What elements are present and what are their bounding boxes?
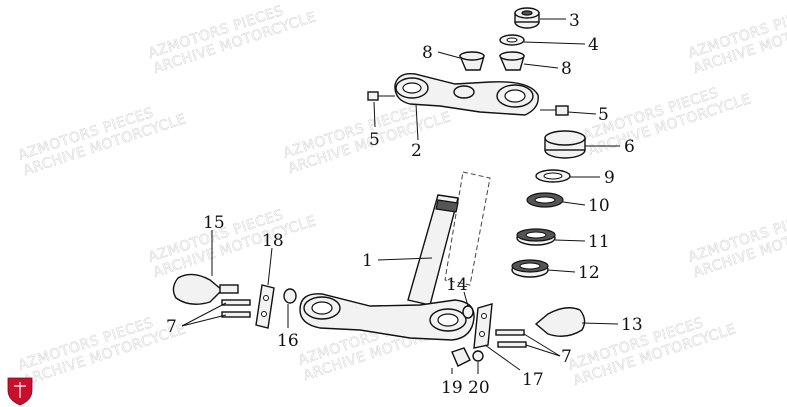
callout-9: 9 (604, 168, 615, 188)
callout-8-left: 8 (422, 43, 433, 63)
callout-5-left: 5 (369, 130, 380, 150)
part-11-bearing (516, 228, 556, 246)
callout-3: 3 (569, 11, 580, 31)
part-12-seal (511, 259, 549, 278)
callout-8-right: 8 (561, 59, 572, 79)
part-9-ring (535, 169, 571, 183)
callout-11: 11 (588, 232, 610, 252)
callout-15: 15 (203, 213, 225, 233)
part-6-bearing-cap (544, 130, 586, 159)
callout-17: 17 (522, 370, 544, 390)
part-7-screws-right (495, 329, 527, 348)
callout-5-right: 5 (598, 105, 609, 125)
callout-1: 1 (362, 251, 373, 271)
callout-19: 19 (441, 378, 463, 398)
part-1-lower-triple-clamp (299, 293, 475, 341)
part-16-nut (283, 288, 297, 304)
part-5-bolt-right (540, 105, 569, 116)
callout-7-left: 7 (166, 317, 177, 337)
callout-18: 18 (262, 231, 284, 251)
callout-2: 2 (411, 141, 422, 161)
part-18-bracket (255, 284, 275, 329)
callout-7-right: 7 (561, 347, 572, 367)
part-7-screws-left (221, 299, 251, 318)
part-13-indicator-right (534, 307, 586, 337)
part-14-nut (462, 305, 474, 319)
leader-lines (181, 18, 620, 374)
part-20-screw (472, 350, 484, 362)
callout-labels: 3 4 8 8 5 5 2 6 9 10 11 12 1 14 13 15 18… (166, 11, 643, 398)
stem-axis-dashed (444, 171, 491, 286)
callout-13: 13 (621, 315, 643, 335)
callout-14: 14 (446, 275, 468, 295)
part-2-upper-triple-clamp (394, 73, 539, 116)
callout-12: 12 (578, 263, 600, 283)
part-8-bushing-right (498, 51, 525, 71)
callout-4: 4 (588, 35, 599, 55)
part-15-indicator-left (172, 273, 239, 305)
part-19-nut (451, 347, 471, 367)
part-10-bearing (526, 192, 564, 208)
part-5-bolt-left (367, 91, 395, 101)
part-4-washer (499, 34, 525, 46)
callout-16: 16 (277, 331, 299, 351)
callout-20: 20 (468, 378, 490, 398)
part-8-bushing-left (458, 51, 485, 71)
callout-10: 10 (588, 196, 610, 216)
part-3-top-nut (514, 7, 540, 29)
shield-logo-icon (7, 377, 33, 406)
callout-6: 6 (624, 137, 635, 157)
part-17-bracket (473, 303, 493, 349)
